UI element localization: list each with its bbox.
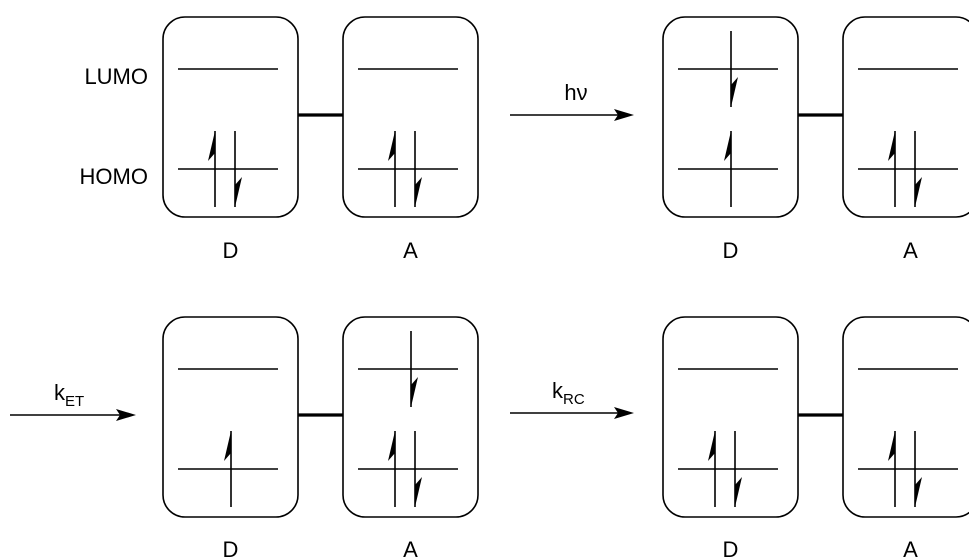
- acceptor-homo-electron-up: [888, 431, 896, 507]
- acceptor-unit: A: [842, 16, 969, 263]
- donor-label: D: [223, 537, 239, 558]
- donor-unit: D: [662, 316, 799, 558]
- acceptor-homo-electron-down: [914, 131, 922, 207]
- acceptor-box: [342, 316, 479, 518]
- electron-transfer-label: kET: [54, 380, 84, 410]
- recombination-arrow: kRC: [510, 378, 634, 419]
- donor-homo-electron-down: [734, 431, 742, 507]
- donor-homo-electron-up: [224, 431, 232, 507]
- acceptor-unit: A: [842, 316, 969, 558]
- acceptor-box: [842, 16, 969, 218]
- donor-homo-electron-down: [234, 131, 242, 207]
- acceptor-lumo-electron-down: [410, 331, 418, 407]
- acceptor-label: A: [903, 238, 918, 263]
- acceptor-homo-electron-down: [914, 431, 922, 507]
- acceptor-label: A: [403, 537, 418, 558]
- acceptor-unit: A: [342, 316, 479, 558]
- donor-box: [662, 16, 799, 218]
- donor-lumo-electron-down: [730, 31, 738, 107]
- acceptor-label: A: [903, 537, 918, 558]
- donor-unit: D: [162, 16, 299, 263]
- donor-label: D: [223, 238, 239, 263]
- excitation-arrow: hν: [510, 80, 634, 121]
- acceptor-homo-electron-up: [388, 131, 396, 207]
- acceptor-box: [342, 16, 479, 218]
- acceptor-label: A: [403, 238, 418, 263]
- donor-homo-electron-up: [724, 131, 732, 207]
- donor-homo-electron-up: [708, 431, 716, 507]
- donor-unit: D: [662, 16, 799, 263]
- acceptor-box: [842, 316, 969, 518]
- donor-box: [162, 16, 299, 218]
- excitation-label: hν: [564, 80, 587, 105]
- recombination-label: kRC: [552, 378, 585, 408]
- acceptor-homo-electron-down: [414, 431, 422, 507]
- donor-box: [162, 316, 299, 518]
- donor-box: [662, 316, 799, 518]
- acceptor-unit: A: [342, 16, 479, 263]
- acceptor-homo-electron-down: [414, 131, 422, 207]
- homo-label: HOMO: [80, 164, 148, 189]
- lumo-label: LUMO: [84, 64, 148, 89]
- donor-label: D: [723, 537, 739, 558]
- donor-label: D: [723, 238, 739, 263]
- donor-homo-electron-up: [208, 131, 216, 207]
- acceptor-homo-electron-up: [388, 431, 396, 507]
- donor-unit: D: [162, 316, 299, 558]
- acceptor-homo-electron-up: [888, 131, 896, 207]
- electron-transfer-arrow: kET: [10, 380, 136, 421]
